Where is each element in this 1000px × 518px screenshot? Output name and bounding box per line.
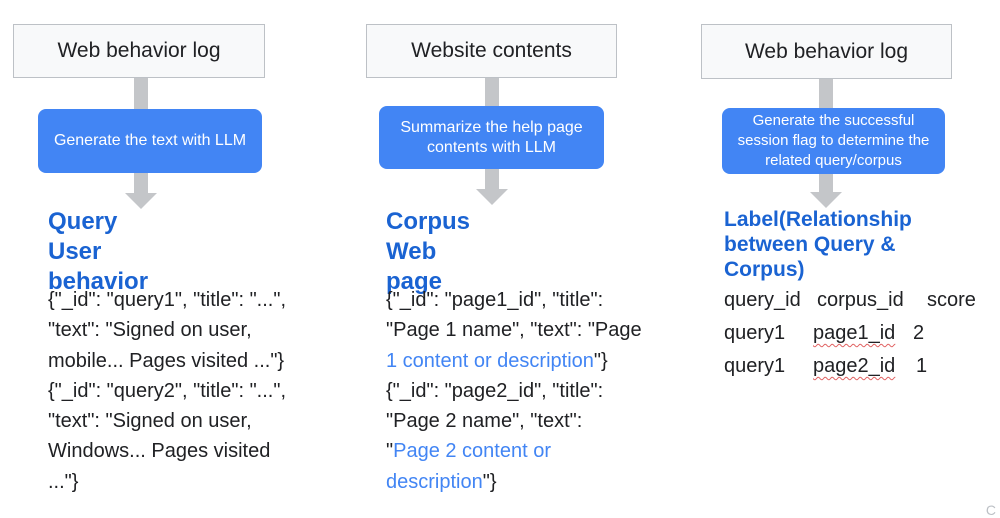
json-line: "Page 2 content or (386, 436, 676, 466)
json-text: "Page 2 name", "text": (386, 410, 583, 433)
json-line: {"_id": "page1_id", "title": (386, 285, 676, 315)
output-title-query: Query User behavior (48, 208, 149, 295)
output-title-corpus: Corpus Web page (386, 208, 470, 295)
json-line: "Page 1 name", "text": "Page (386, 315, 676, 345)
row-score: 2 (913, 322, 925, 344)
table-row: query1 page1_id 2 (724, 317, 994, 350)
step-label: Generate the successful session flag to … (737, 112, 930, 169)
source-label: Web behavior log (57, 39, 221, 62)
step-box-generate-text: Generate the text with LLM (38, 109, 262, 173)
json-highlight: 1 content or description (386, 349, 594, 372)
header-query-id: query_id (724, 289, 801, 311)
arrow-stem (485, 169, 499, 189)
json-line: {"_id": "query1", "title": "...", (48, 285, 338, 315)
json-line: "Page 2 name", "text": (386, 406, 676, 436)
row-query-id: query1 (724, 322, 786, 344)
json-text: Windows... Pages visited (48, 440, 271, 463)
json-text: "} (482, 470, 497, 493)
source-label: Website contents (411, 39, 572, 62)
json-example-corpus: {"_id": "page1_id", "title": "Page 1 name… (386, 285, 676, 497)
label-table-header: query_id corpus_id score (724, 284, 994, 317)
json-text: "text": "Signed on user, (48, 410, 252, 433)
json-example-query: {"_id": "query1", "title": "...", "text":… (48, 285, 338, 497)
json-highlight: description (386, 470, 483, 493)
json-line: 1 content or description"} (386, 346, 676, 376)
output-title-label: Label(Relationship between Query & Corpu… (724, 208, 912, 281)
step-box-session-flag: Generate the successful session flag to … (722, 108, 945, 174)
source-box-web-behavior-log: Web behavior log (701, 24, 952, 79)
json-text: mobile... Pages visited ..."} (48, 349, 285, 372)
json-text: "} (593, 349, 608, 372)
source-box-website-contents: Website contents (366, 24, 617, 78)
arrow-stem (819, 79, 833, 108)
row-corpus-id: page1_id (813, 322, 896, 344)
json-line: "text": "Signed on user, (48, 315, 338, 345)
json-text: ..."} (48, 470, 79, 493)
json-line: ..."} (48, 467, 338, 497)
header-score: score (927, 289, 976, 311)
step-box-summarize: Summarize the help page contents with LL… (379, 106, 604, 169)
source-label: Web behavior log (744, 39, 909, 63)
json-highlight: Page 2 content or (393, 440, 551, 463)
arrow-stem (485, 78, 499, 106)
json-text: "text": "Signed on user, (48, 319, 252, 342)
corner-mark: C (985, 502, 996, 518)
label-table: query_id corpus_id score query1 page1_id… (724, 284, 994, 383)
json-line: description"} (386, 467, 676, 497)
arrow-stem (134, 78, 148, 109)
json-line: {"_id": "query2", "title": "...", (48, 376, 338, 406)
json-text: {"_id": "query2", "title": "...", (48, 379, 287, 402)
arrow-down-icon (125, 193, 157, 209)
json-text: {"_id": "query1", "title": "...", (48, 289, 287, 311)
json-line: {"_id": "page2_id", "title": (386, 376, 676, 406)
table-row: query1 page2_id 1 (724, 350, 994, 383)
arrow-down-icon (476, 189, 508, 205)
arrow-stem (134, 173, 148, 193)
json-text: {"_id": "page2_id", "title": (386, 379, 604, 402)
json-line: mobile... Pages visited ..."} (48, 346, 338, 376)
json-text: " (386, 440, 394, 463)
row-query-id: query1 (724, 355, 786, 377)
header-corpus-id: corpus_id (817, 289, 904, 311)
step-label: Generate the text with LLM (53, 132, 247, 149)
json-line: Windows... Pages visited (48, 436, 338, 466)
source-box-web-behavior-log: Web behavior log (13, 24, 265, 78)
json-text: "Page 1 name", "text": "Page (386, 319, 642, 342)
row-score: 1 (916, 355, 928, 377)
json-text: {"_id": "page1_id", "title": (386, 289, 604, 311)
step-label: Summarize the help page contents with LL… (400, 118, 583, 156)
arrow-down-icon (810, 192, 842, 208)
arrow-stem (819, 174, 833, 192)
row-corpus-id: page2_id (813, 355, 896, 377)
json-line: "text": "Signed on user, (48, 406, 338, 436)
